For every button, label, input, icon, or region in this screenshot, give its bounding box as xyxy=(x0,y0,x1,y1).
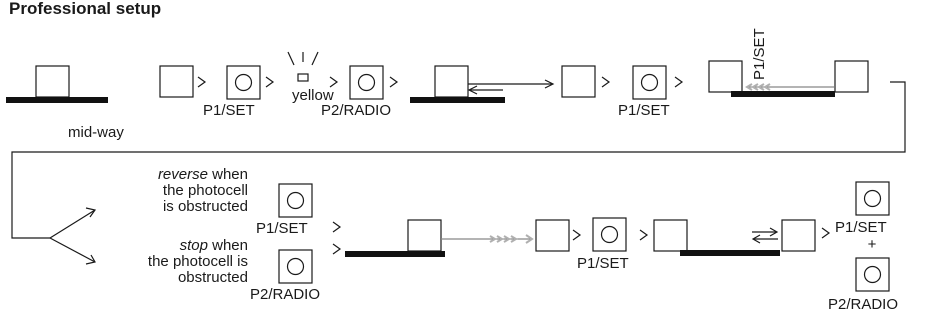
gate-leaf-icon xyxy=(159,65,194,98)
gate-track xyxy=(680,250,780,256)
arrow-right-icon xyxy=(329,76,339,88)
arrow-right-icon xyxy=(572,229,582,241)
gate-leaf-icon xyxy=(708,60,743,93)
gate-leaf-icon xyxy=(345,219,445,257)
reverse-branch-text: reverse when the photocell is obstructed xyxy=(100,167,248,215)
stop-branch-text: stop when the photocell is obstructed xyxy=(90,238,248,286)
p1-set-label: P1/SET xyxy=(618,102,670,119)
page-title: Professional setup xyxy=(9,0,162,18)
plus-sign: + xyxy=(867,236,877,253)
gate-leaf-icon xyxy=(781,219,816,252)
flashing-lamp-icon xyxy=(287,51,319,82)
p1-set-label: P1/SET xyxy=(256,220,308,237)
yellow-label: yellow xyxy=(292,87,334,104)
pushbutton-icon xyxy=(855,181,890,216)
p2-radio-label: P2/RADIO xyxy=(828,296,899,313)
pushbutton-icon xyxy=(278,249,313,284)
reverse-line3: is obstructed xyxy=(162,198,248,215)
stop-line1: when xyxy=(207,237,248,254)
mid-way-label: mid-way xyxy=(68,124,124,141)
arrow-right-icon xyxy=(197,76,207,88)
pushbutton-icon xyxy=(349,65,384,100)
stop-line2: the photocell is xyxy=(147,253,248,270)
arrow-right-icon xyxy=(389,76,399,88)
gate-leaf-icon xyxy=(834,60,869,93)
pushbutton-icon xyxy=(592,217,627,252)
arrow-right-icon xyxy=(265,76,275,88)
p1-set-label: P1/SET xyxy=(577,255,629,272)
arrow-right-icon xyxy=(332,243,342,255)
gate-leaf-icon xyxy=(6,65,108,103)
arrow-right-icon xyxy=(639,229,649,241)
reverse-keyword: reverse xyxy=(157,166,208,183)
p2-radio-label: P2/RADIO xyxy=(250,286,321,303)
pushbutton-icon xyxy=(226,65,261,100)
p1-set-label: P1/SET xyxy=(203,102,255,119)
gate-leaf-icon xyxy=(410,65,505,103)
arrow-right-icon xyxy=(674,76,684,88)
p1-set-label: P1/SET xyxy=(835,219,887,236)
pushbutton-icon xyxy=(278,183,313,218)
stop-keyword: stop xyxy=(179,237,208,254)
connector-line xyxy=(11,81,906,239)
reverse-line2: the photocell xyxy=(162,182,248,199)
p2-radio-label: P2/RADIO xyxy=(321,102,392,119)
gate-leaf-icon xyxy=(561,65,596,98)
pushbutton-icon xyxy=(632,65,667,100)
pushbutton-icon xyxy=(855,257,890,292)
arrow-right-icon xyxy=(332,221,342,233)
p1-set-vertical-label: P1/SET xyxy=(751,28,768,80)
gate-leaf-icon xyxy=(535,219,570,252)
stop-line3: obstructed xyxy=(177,269,248,286)
arrow-right-icon xyxy=(821,227,831,239)
gate-track xyxy=(731,91,835,97)
arrow-right-icon xyxy=(601,76,611,88)
gate-leaf-icon xyxy=(653,219,688,252)
reverse-line1: when xyxy=(207,166,248,183)
